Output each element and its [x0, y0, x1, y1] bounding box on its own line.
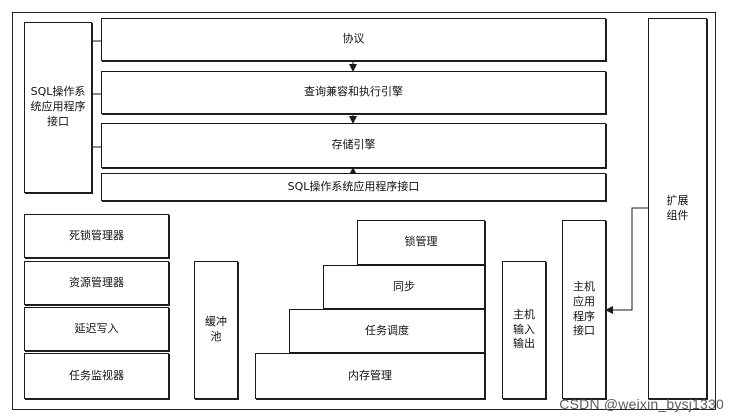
query-engine-box: 查询兼容和执行引擎	[101, 71, 606, 114]
sync-box: 同步	[323, 265, 485, 309]
task-monitor-box: 任务监视器	[24, 353, 169, 399]
task-scheduling-label: 任务调度	[365, 323, 409, 337]
diagram-frame	[12, 12, 716, 410]
memory-management-label: 内存管理	[348, 368, 392, 382]
query-engine-label: 查询兼容和执行引擎	[304, 85, 403, 99]
host-app-api-label: 主机应用程序接口	[573, 279, 595, 338]
lazy-writer-label: 延迟写入	[74, 321, 119, 335]
sqlos-api-left-panel: SQL操作系统应用程序接口	[24, 22, 92, 193]
sqlos-api-box: SQL操作系统应用程序接口	[101, 173, 606, 201]
extension-component-label: 扩展组件	[666, 193, 689, 222]
extension-component-box: 扩展组件	[648, 18, 707, 399]
resource-manager-box: 资源管理器	[24, 261, 169, 305]
lock-manager-box: 锁管理	[357, 220, 485, 265]
watermark: CSDN @weixin_bysj1330	[559, 396, 724, 412]
host-app-api-box: 主机应用程序接口	[562, 220, 606, 399]
lock-manager-label: 锁管理	[404, 235, 438, 249]
resource-manager-label: 资源管理器	[69, 275, 124, 289]
protocol-label: 协议	[342, 32, 365, 46]
buffer-pool-box: 缓冲池	[194, 261, 238, 399]
task-monitor-label: 任务监视器	[69, 368, 124, 382]
lazy-writer-box: 延迟写入	[24, 307, 169, 351]
sqlos-api-left-label: SQL操作系统应用程序接口	[30, 85, 86, 128]
host-io-box: 主机输入输出	[502, 261, 546, 399]
host-io-label: 主机输入输出	[513, 307, 535, 351]
protocol-box: 协议	[101, 18, 606, 61]
memory-management-box: 内存管理	[255, 353, 485, 399]
task-scheduling-box: 任务调度	[289, 309, 485, 353]
storage-engine-label: 存储引擎	[331, 138, 376, 152]
arrow-extension-to-host-api	[605, 207, 648, 314]
sync-label: 同步	[393, 279, 415, 293]
buffer-pool-label: 缓冲池	[205, 315, 227, 343]
sqlos-api-label: SQL操作系统应用程序接口	[287, 179, 420, 193]
deadlock-manager-label: 死锁管理器	[69, 228, 124, 242]
storage-engine-box: 存储引擎	[101, 123, 606, 168]
deadlock-manager-box: 死锁管理器	[24, 214, 169, 258]
